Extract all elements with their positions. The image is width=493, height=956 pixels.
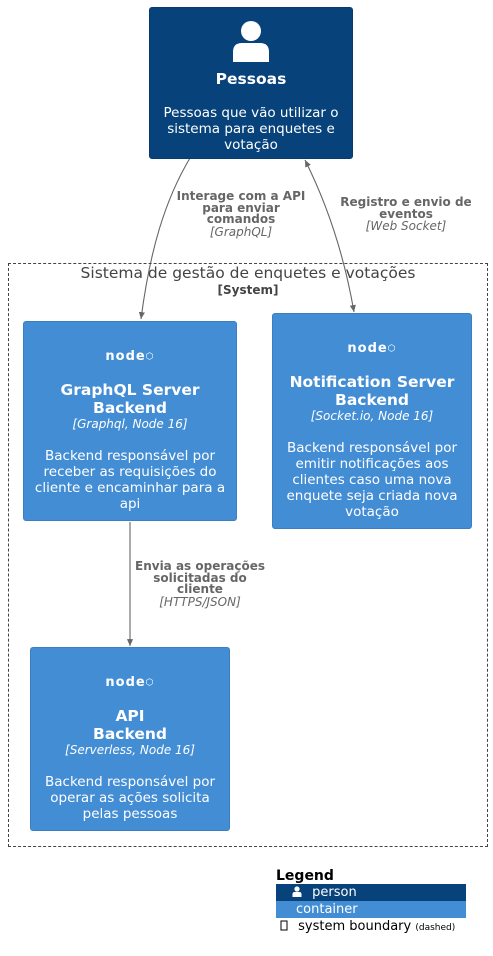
container-tech: [Serverless, Node 16] bbox=[65, 743, 195, 757]
edge-interage bbox=[138, 157, 191, 320]
nodejs-logo: node⬡ bbox=[347, 341, 397, 356]
container-description: Backend responsável por receber as requi… bbox=[34, 448, 226, 512]
container-description: Backend responsável por operar as ações … bbox=[44, 774, 215, 822]
legend-boundary: system boundary (dashed) bbox=[276, 918, 466, 935]
boundary-tag: [System] bbox=[217, 283, 279, 297]
legend: Legend person container system boundary … bbox=[276, 868, 466, 935]
person-icon bbox=[233, 21, 269, 62]
container-graphql-server: node⬡ GraphQL Server Backend [Graphql, N… bbox=[23, 321, 237, 521]
system-boundary bbox=[8, 263, 488, 847]
container-api: node⬡ API Backend [Serverless, Node 16] … bbox=[30, 647, 230, 831]
legend-person: person bbox=[276, 884, 466, 901]
boundary-icon bbox=[280, 920, 288, 931]
container-tech: [Graphql, Node 16] bbox=[72, 417, 188, 431]
nodejs-logo: node⬡ bbox=[105, 675, 155, 690]
container-title: Notification Server Backend bbox=[289, 373, 455, 409]
legend-title: Legend bbox=[276, 868, 334, 884]
person-pessoas: Pessoas Pessoas que vão utilizar o siste… bbox=[149, 7, 353, 159]
legend-container: container bbox=[276, 901, 466, 918]
boundary-title: Sistema de gestão de enquetes e votações bbox=[80, 264, 416, 282]
container-title: GraphQL Server Backend bbox=[60, 381, 200, 417]
person-description: Pessoas que vão utilizar o sistema para … bbox=[163, 105, 339, 153]
person-title: Pessoas bbox=[215, 70, 287, 88]
edge-label-registro: Registro e envio de eventos [Web Socket] bbox=[340, 195, 472, 233]
container-notification-server: node⬡ Notification Server Backend [Socke… bbox=[272, 313, 472, 529]
edge-label-interage: Interage com a API para enviar comandos … bbox=[176, 189, 306, 239]
container-tech: [Socket.io, Node 16] bbox=[310, 409, 434, 423]
nodejs-logo: node⬡ bbox=[105, 349, 155, 364]
container-description: Backend responsável por emitir notificaç… bbox=[286, 440, 458, 520]
edge-registro bbox=[304, 159, 356, 313]
person-icon bbox=[292, 886, 302, 897]
edge-label-envia: Envia as operações solicitadas do client… bbox=[135, 559, 265, 609]
container-title: API Backend bbox=[93, 707, 167, 743]
